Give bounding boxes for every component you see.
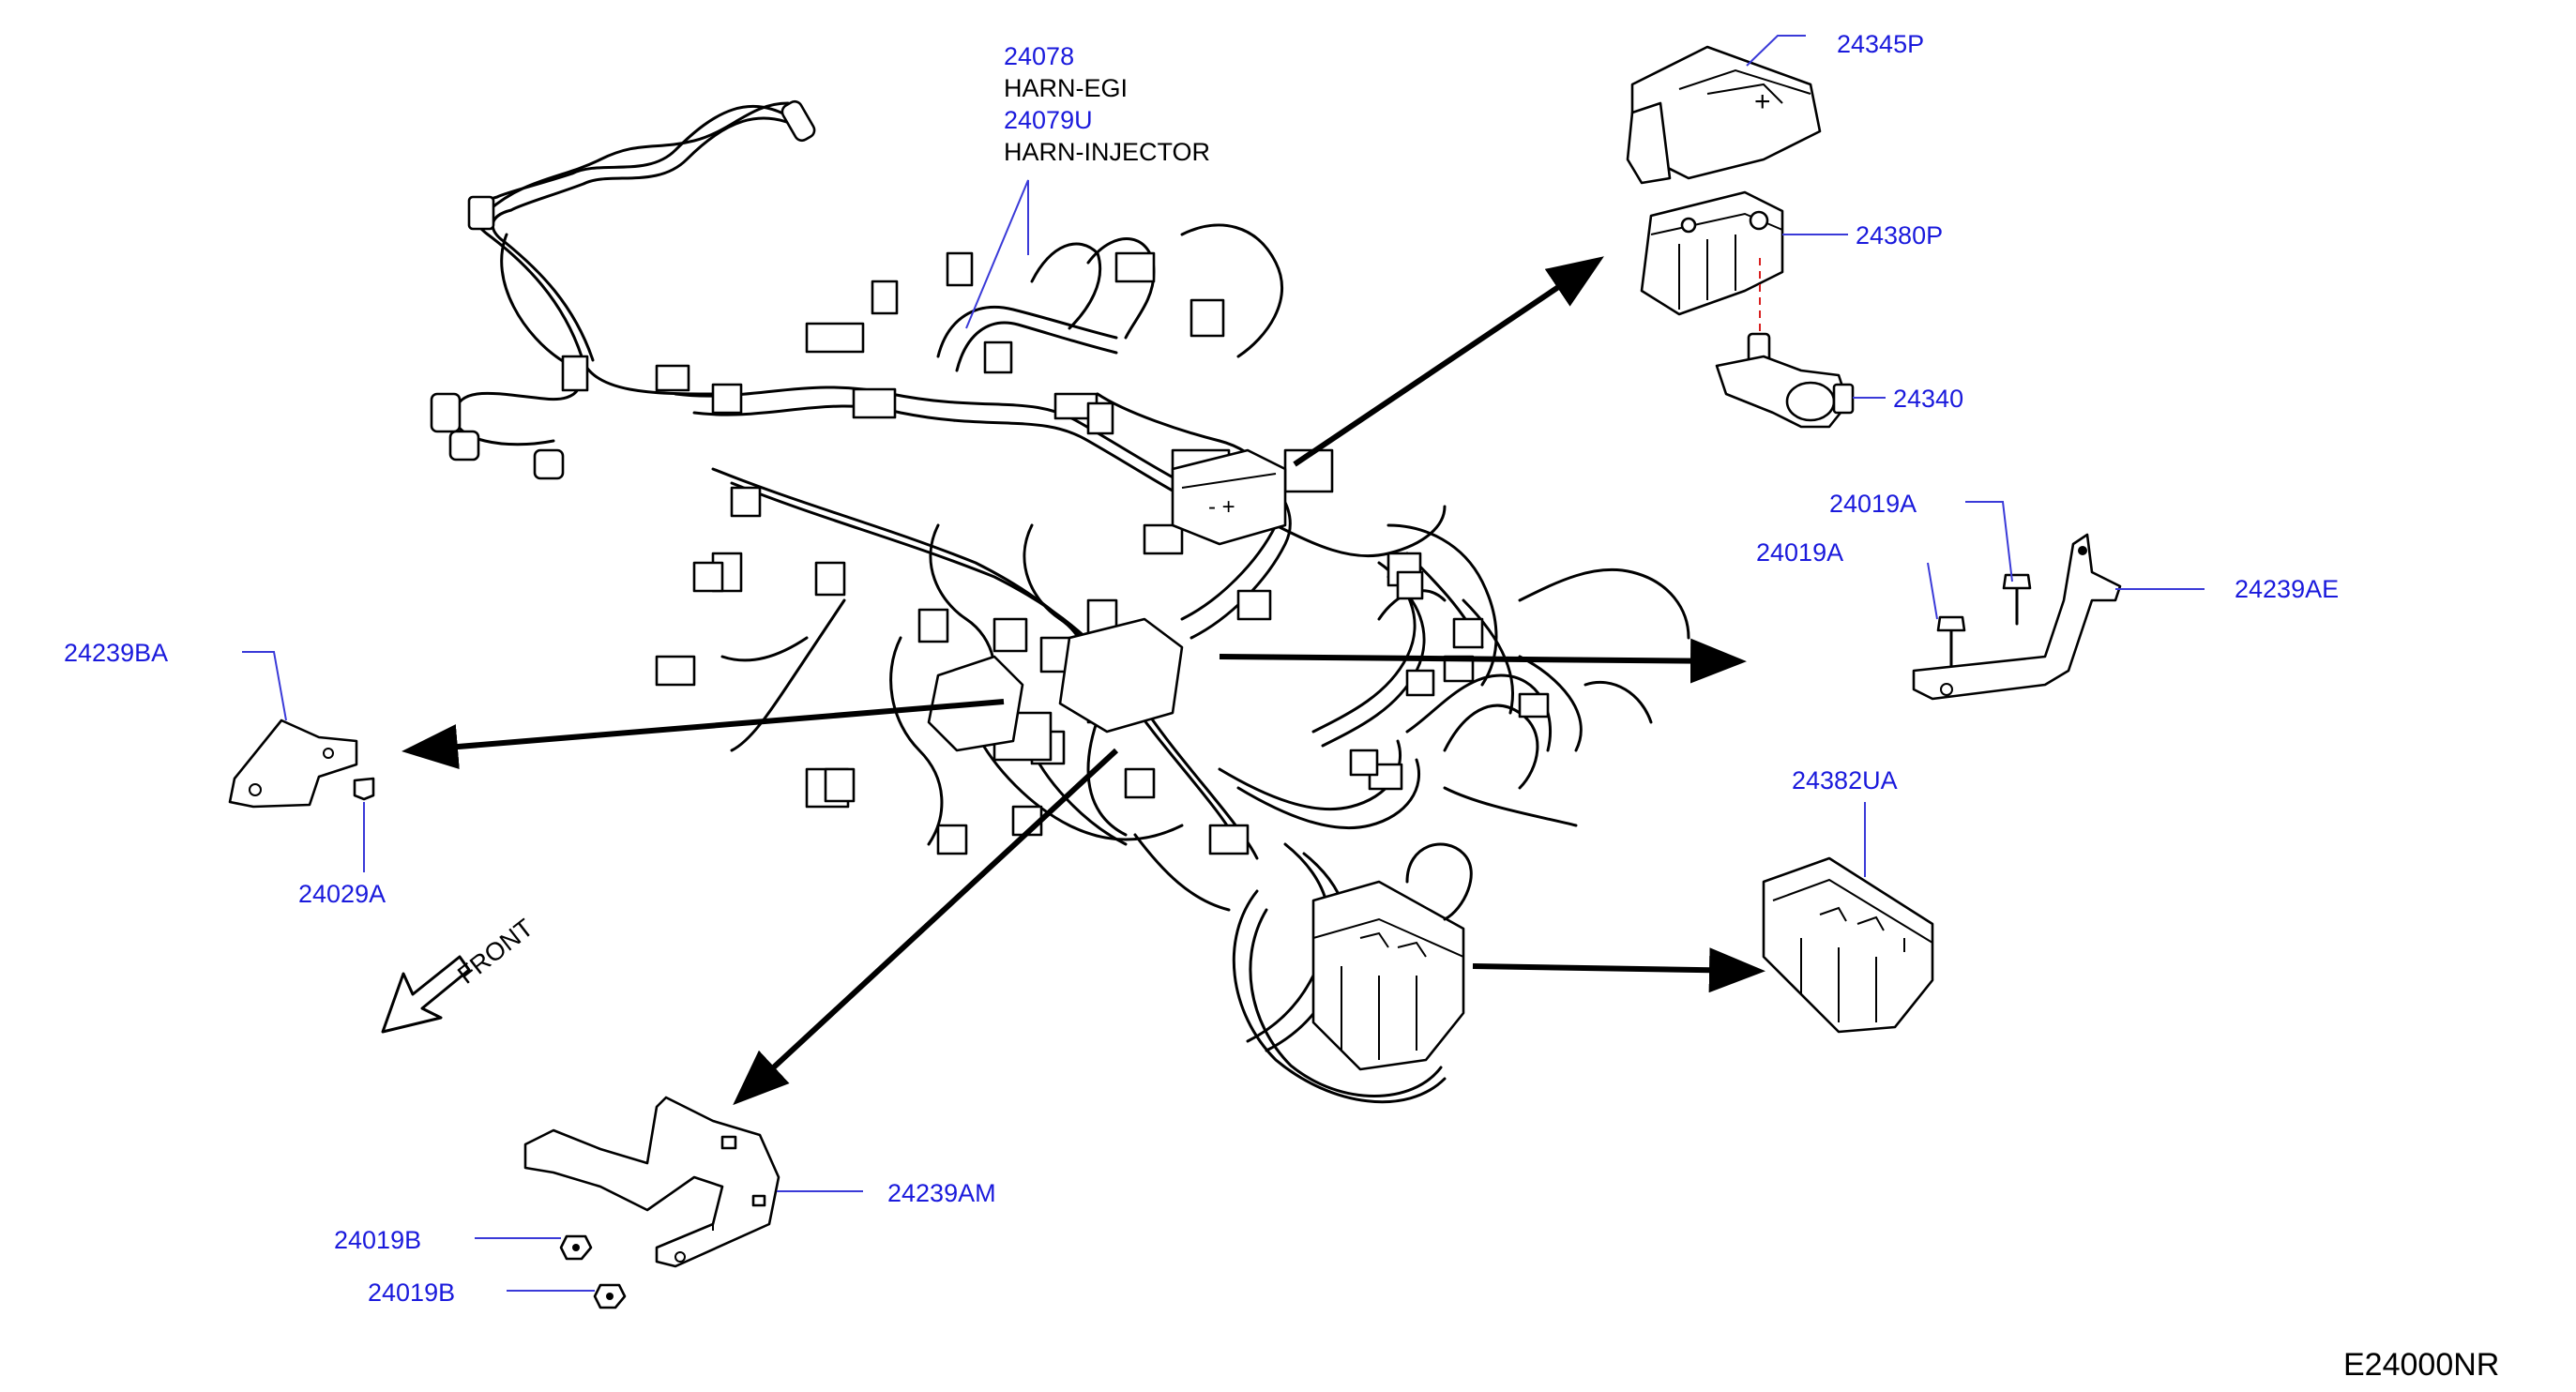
arrow-to-bracket-ae (1219, 638, 1747, 684)
part-number-bracket-am: 24239AM (887, 1179, 996, 1207)
arrow-to-bracket-am (733, 748, 1119, 1106)
bracket-ae (1912, 533, 2122, 701)
bracket-ba (228, 719, 358, 809)
bracket-am (523, 1096, 780, 1268)
bolt-a2 (2002, 573, 2032, 626)
arrow-to-fusible-link (1293, 256, 1604, 467)
fusible-link-holder (1640, 190, 1784, 316)
part-number-bolt-a2: 24019A (1756, 538, 1843, 567)
main-harness-assembly: - + (430, 99, 1690, 1104)
part-number-fusible-link: 24380P (1856, 221, 1943, 250)
diagram-reference-code: E24000NR (2343, 1347, 2499, 1383)
part-number-harn-egi: 24078 (1004, 42, 1074, 70)
battery-terminal-cover: + (1626, 45, 1822, 185)
svg-text:+: + (1754, 86, 1771, 117)
harness-end-connector (780, 99, 816, 143)
part-number-bracket-ba: 24239BA (64, 639, 168, 667)
arrow-to-bracket-ba (402, 699, 1005, 769)
part-number-relay-cover: 24382UA (1792, 766, 1898, 794)
bolt-a1 (1936, 615, 1966, 668)
part-number-clip: 24029A (298, 880, 386, 908)
arrow-to-relay-cover (1472, 947, 1765, 993)
nut-b1 (559, 1234, 593, 1261)
harness-relay-block: - + (1171, 448, 1287, 546)
svg-text:- +: - + (1208, 494, 1235, 520)
clip-24029a (353, 777, 375, 801)
battery-terminal (1715, 332, 1855, 429)
front-direction-indicator: FRONT (381, 914, 538, 1034)
part-number-cover: 24345P (1837, 30, 1924, 58)
front-label: FRONT (452, 914, 538, 990)
part-number-bolt-a1: 24019A (1829, 490, 1917, 518)
part-name-harn-egi: HARN-EGI (1004, 74, 1128, 102)
nut-b2 (593, 1283, 627, 1309)
part-number-harn-injector: 24079U (1004, 106, 1093, 134)
part-number-bracket-ae: 24239AE (2235, 575, 2339, 603)
part-number-nut-b1: 24019B (334, 1226, 421, 1254)
part-number-terminal: 24340 (1893, 385, 1963, 413)
relay-box-cover (1762, 856, 1934, 1034)
part-name-harn-injector: HARN-INJECTOR (1004, 138, 1210, 166)
lower-fuse-box (1311, 842, 1473, 1071)
leader-lines (242, 35, 2205, 1292)
part-number-nut-b2: 24019B (368, 1279, 455, 1307)
